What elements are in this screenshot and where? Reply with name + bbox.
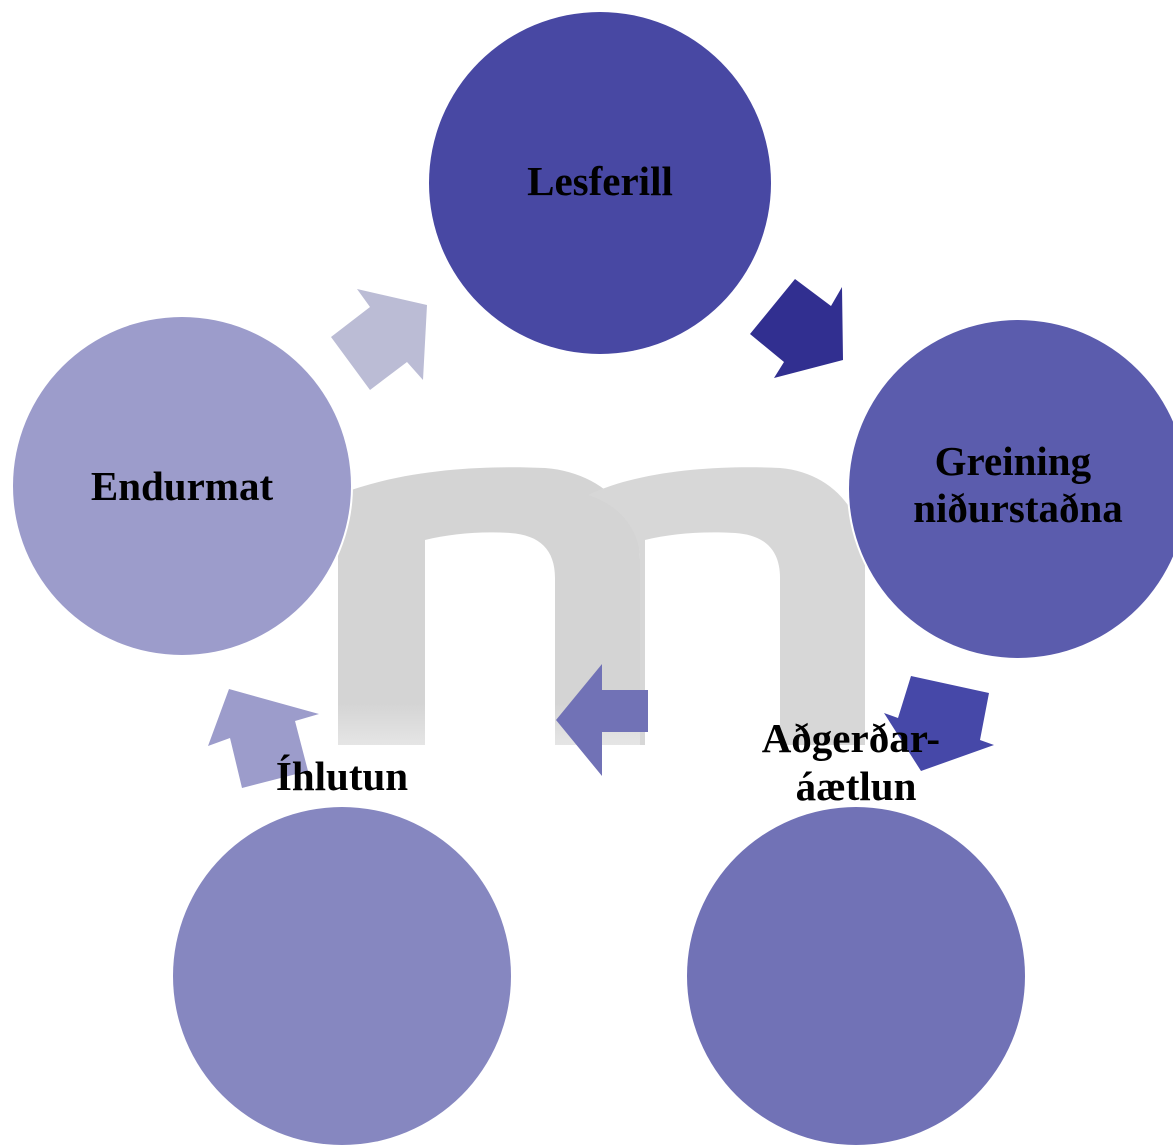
node-lesferill-circle xyxy=(429,12,771,354)
arrow-adgerdar-to-ihlutun xyxy=(556,664,648,776)
node-greining: Greining niðurstaðna xyxy=(847,318,1173,660)
node-greining-label: Greining niðurstaðna xyxy=(913,438,1123,531)
node-endurmat-circle xyxy=(13,317,351,655)
node-ihlutun: Íhlutun xyxy=(173,753,511,1145)
m-logo-watermark-left-arch xyxy=(338,467,640,745)
node-adgerdar-label: Aðgerðar- áætlun xyxy=(762,715,951,809)
node-lesferill: Lesferill xyxy=(429,12,771,354)
m-logo-watermark-right-arch xyxy=(588,467,865,745)
arrow-greining-to-adgerdar xyxy=(884,676,994,771)
node-endurmat: Endurmat xyxy=(11,315,353,657)
node-ihlutun-circle xyxy=(173,807,511,1145)
cycle-arrows xyxy=(208,279,994,788)
node-adgerdar: Aðgerðar- áætlun xyxy=(687,715,1025,1145)
node-greining-circle-fill xyxy=(849,320,1173,658)
node-endurmat-label: Endurmat xyxy=(91,463,274,509)
node-adgerdar-circle xyxy=(687,807,1025,1145)
arrow-lesferill-to-greining xyxy=(750,279,843,378)
node-ihlutun-label: Íhlutun xyxy=(276,753,408,799)
m-logo-watermark xyxy=(338,467,865,745)
arrow-ihlutun-to-endurmat xyxy=(208,689,319,788)
node-lesferill-label: Lesferill xyxy=(527,158,673,204)
arrow-endurmat-to-lesferill xyxy=(331,289,427,390)
